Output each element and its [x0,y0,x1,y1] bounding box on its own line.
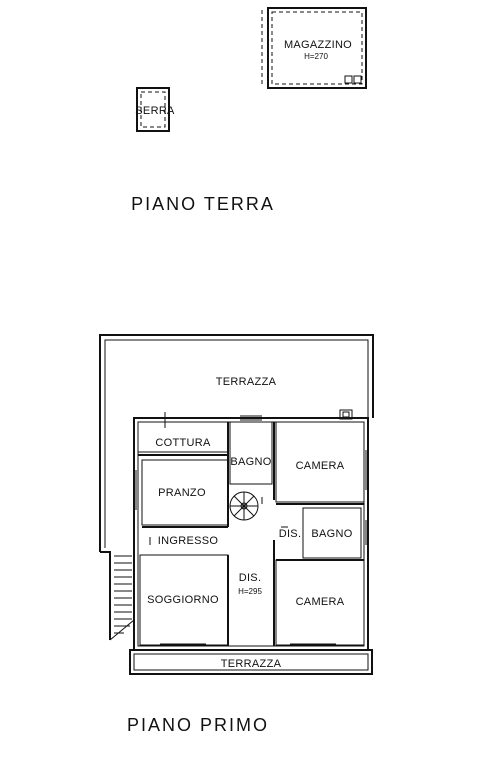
magazzino-label: MAGAZZINO [284,39,352,51]
magazzino-height-label: H=270 [304,52,328,61]
bagno-1-label: BAGNO [230,456,271,468]
camera-1-label: CAMERA [296,460,345,472]
external-stair [100,551,135,641]
pranzo-label: PRANZO [158,487,206,499]
serra-building [136,87,170,132]
cottura-label: COTTURA [155,437,211,449]
house-walls [133,412,369,651]
piano-primo-title: PIANO PRIMO [127,715,269,735]
terrazza-bottom-outline [129,649,373,675]
bagno-2-label: BAGNO [311,528,352,540]
soggiorno-label: SOGGIORNO [147,594,219,606]
spiral-stair [229,491,259,521]
dis-2-label: DIS. [239,572,262,584]
dis-1-label: DIS. [279,528,302,540]
dis-2-height-label: H=295 [238,587,262,596]
terrazza-bottom-label: TERRAZZA [221,658,282,670]
ingresso-label: INGRESSO [158,535,219,547]
serra-label: SERRA [135,105,175,117]
camera-2-label: CAMERA [296,596,345,608]
terrazza-top-outline [99,334,374,552]
magazzino-building [261,7,367,89]
terrazza-top-label: TERRAZZA [216,376,277,388]
piano-terra-title: PIANO TERRA [131,194,275,214]
